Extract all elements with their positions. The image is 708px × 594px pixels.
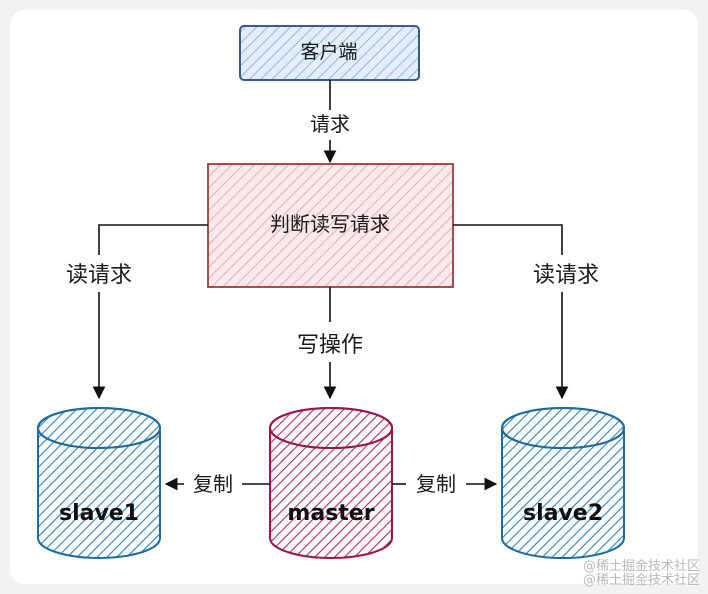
edge-client-to-router: 请求 [310, 80, 350, 164]
client-label: 客户端 [300, 41, 357, 63]
master-database: master [269, 407, 393, 559]
edge-router-to-slave2: 读请求 [453, 224, 599, 400]
watermark-line-1: @稀土掘金技术社区 [583, 558, 700, 574]
client-node: 客户端 [239, 25, 420, 81]
router-label: 判断读写请求 [270, 212, 390, 236]
slave1-label: slave1 [59, 501, 139, 526]
slave2-database: slave2 [501, 407, 625, 559]
edge-label-request: 请求 [310, 112, 350, 136]
router-node: 判断读写请求 [207, 163, 454, 288]
edge-router-to-slave1: 读请求 [66, 224, 208, 400]
watermark: @稀土掘金技术社区 @稀土掘金技术社区 [583, 558, 700, 588]
slave2-label: slave2 [523, 501, 603, 526]
edge-master-to-slave1: 复制 [164, 472, 270, 496]
edge-master-to-slave2: 复制 [392, 472, 498, 496]
edge-label-replicate-left: 复制 [193, 472, 233, 496]
edge-label-read-right: 读请求 [533, 263, 599, 288]
watermark-line-2: @稀土掘金技术社区 [583, 572, 700, 588]
edge-label-write: 写操作 [297, 333, 363, 358]
master-label: master [287, 501, 374, 526]
edge-router-to-master: 写操作 [297, 287, 363, 400]
edge-label-replicate-right: 复制 [416, 472, 456, 496]
slave1-database: slave1 [37, 407, 161, 559]
edge-label-read-left: 读请求 [66, 263, 132, 288]
